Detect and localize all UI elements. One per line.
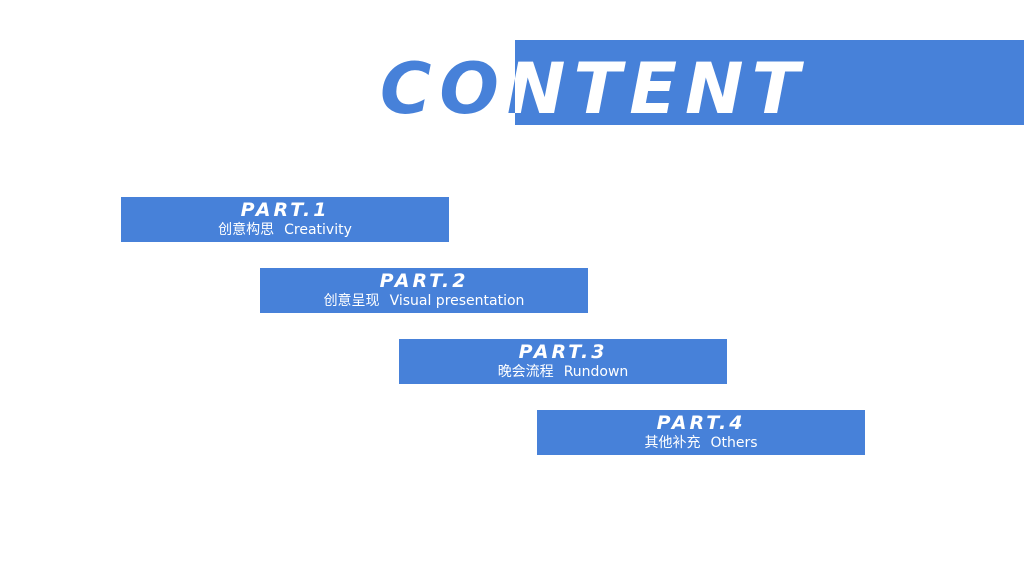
part-4-item[interactable]: PART.4 其他补充 Others bbox=[537, 410, 865, 455]
part-1-item[interactable]: PART.1 创意构思 Creativity bbox=[121, 197, 449, 242]
part-1-subtitle: 创意构思 Creativity bbox=[121, 221, 449, 239]
part-1-zh: 创意构思 bbox=[218, 222, 275, 238]
page-title-left: CONTENT bbox=[380, 48, 807, 125]
part-3-item[interactable]: PART.3 晚会流程 Rundown bbox=[399, 339, 727, 384]
part-3-label: PART.3 bbox=[518, 341, 608, 363]
part-4-label: PART.4 bbox=[656, 412, 746, 434]
part-4-en: Others bbox=[710, 435, 758, 451]
title-accent-block bbox=[515, 40, 1024, 125]
part-2-zh: 创意呈现 bbox=[323, 293, 380, 309]
part-2-item[interactable]: PART.2 创意呈现 Visual presentation bbox=[260, 268, 588, 313]
part-4-subtitle: 其他补充 Others bbox=[537, 434, 865, 452]
page-title-graphic: CONTENT CONTENT bbox=[380, 48, 807, 125]
part-1-label: PART.1 bbox=[240, 199, 330, 221]
page-title-right: CONTENT bbox=[380, 48, 807, 125]
part-4-zh: 其他补充 bbox=[644, 435, 701, 451]
part-1-en: Creativity bbox=[284, 222, 352, 238]
part-2-label: PART.2 bbox=[379, 270, 469, 292]
part-3-zh: 晚会流程 bbox=[497, 364, 554, 380]
part-2-en: Visual presentation bbox=[389, 293, 525, 309]
part-2-subtitle: 创意呈现 Visual presentation bbox=[260, 292, 588, 310]
part-3-en: Rundown bbox=[563, 364, 629, 380]
part-3-subtitle: 晚会流程 Rundown bbox=[399, 363, 727, 381]
